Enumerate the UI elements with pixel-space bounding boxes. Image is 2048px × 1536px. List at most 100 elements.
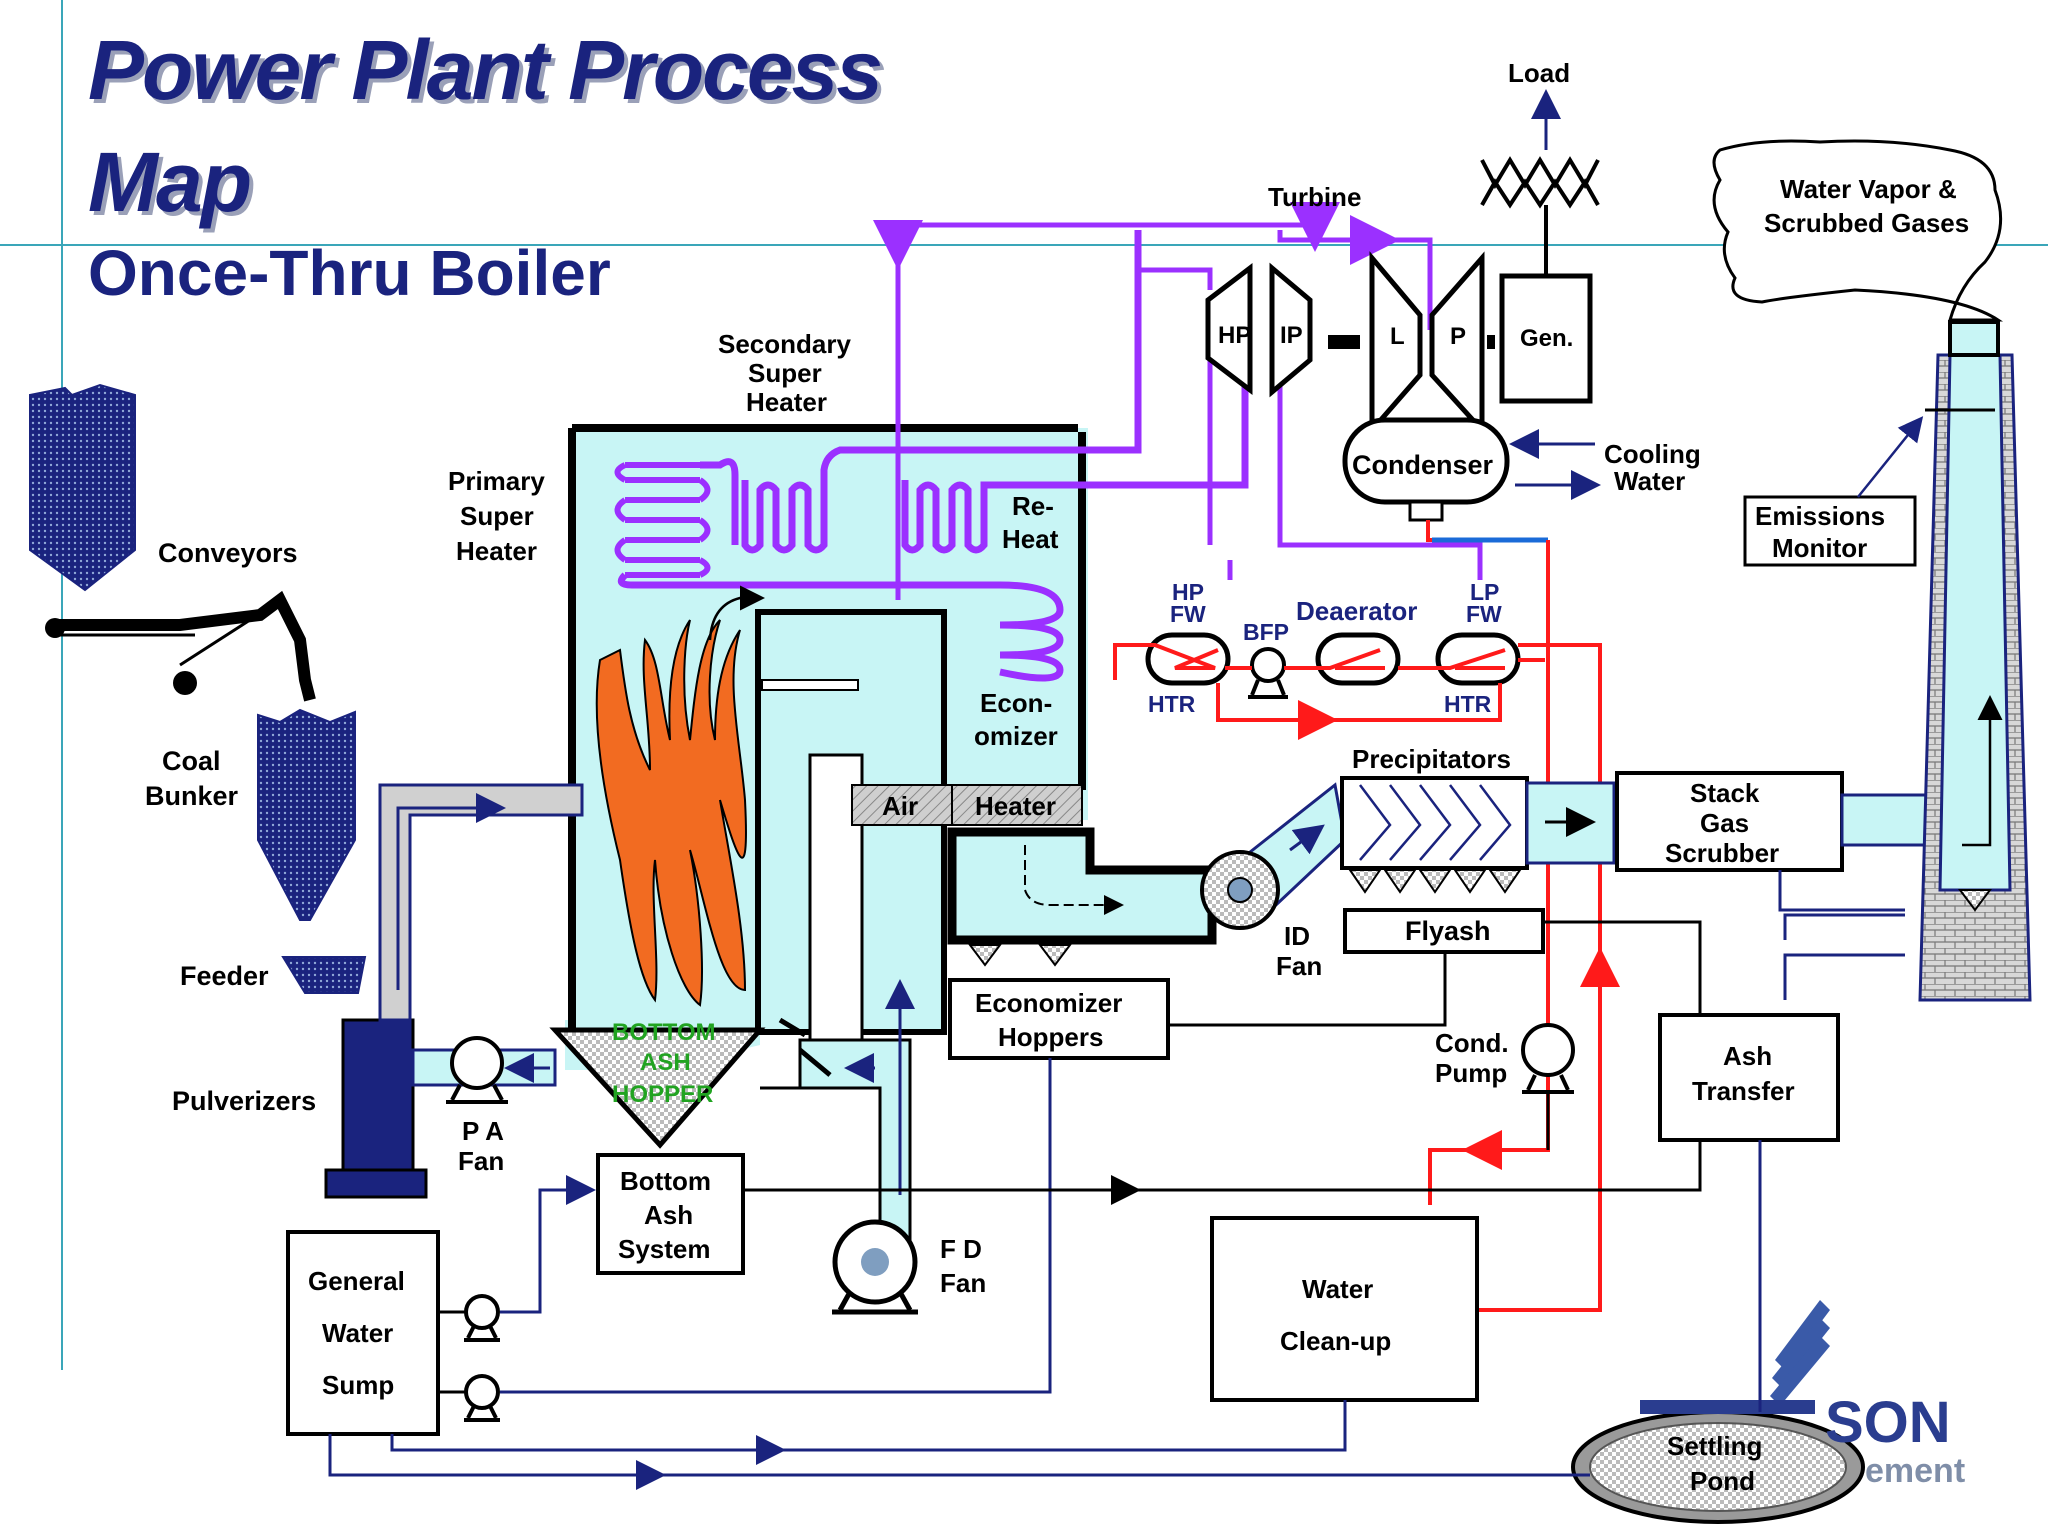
- vapor-cloud: [1712, 139, 2004, 322]
- coal-bunker-label-1: Coal: [162, 746, 221, 776]
- bfp-label: BFP: [1243, 619, 1289, 645]
- emissions-monitor-label-2: Monitor: [1772, 533, 1867, 563]
- fd-fan-label-2: Fan: [940, 1268, 986, 1298]
- logo-text: SON: [1825, 1390, 1951, 1455]
- emissions-monitor: [1743, 495, 1917, 567]
- primary-super-heater-label-1: Primary: [448, 466, 545, 496]
- air-label: Air: [882, 791, 918, 821]
- bottom-ash-system-label-2: Ash: [644, 1200, 693, 1230]
- fd-fan-label-1: F D: [940, 1234, 982, 1264]
- condenser-label: Condenser: [1352, 450, 1494, 480]
- general-water-sump-box: [286, 1230, 440, 1436]
- water-pipes: [328, 870, 1905, 1490]
- pa-fan-label-1: P A: [462, 1116, 504, 1146]
- air-heater-right: [951, 784, 1083, 826]
- secondary-super-heater-label-3: Heater: [746, 387, 827, 417]
- pa-fan: [446, 1036, 508, 1104]
- generator: [1499, 273, 1593, 404]
- load-label: Load: [1508, 58, 1570, 88]
- scrubber-label-2: Gas: [1700, 808, 1749, 838]
- feeder-icon: [281, 956, 367, 994]
- conveyor-icon: [45, 590, 316, 702]
- water-cleanup-label-2: Clean-up: [1280, 1326, 1391, 1356]
- water-cleanup-label-1: Water: [1302, 1274, 1373, 1304]
- hp-fw-label-1: HP: [1172, 579, 1204, 605]
- flue-duct: [947, 827, 1217, 967]
- condenser: [1342, 417, 1510, 522]
- cooling-water-label-1: Cooling: [1604, 439, 1701, 469]
- stack: [1918, 320, 2032, 1002]
- economizer-hoppers-box: [948, 978, 1170, 1060]
- economizer-hoppers-label-2: Hoppers: [998, 1022, 1103, 1052]
- primary-super-heater-label-3: Heater: [456, 536, 537, 566]
- bottom-ash-hopper-label-3: HOPPER: [612, 1081, 713, 1108]
- lp-p-label: P: [1450, 323, 1466, 350]
- pa-fan-label-2: Fan: [458, 1146, 504, 1176]
- hp-htr-label: HTR: [1148, 691, 1196, 717]
- flame-icon: [595, 619, 747, 1007]
- stack-gas-scrubber: [1615, 771, 1844, 872]
- lp-fw-label-1: LP: [1470, 579, 1499, 605]
- ash-transfer-label-2: Transfer: [1692, 1076, 1795, 1106]
- turbine: [1205, 251, 1495, 437]
- emissions-monitor-label-1: Emissions: [1755, 501, 1885, 531]
- cond-pump: [1521, 1023, 1575, 1094]
- hp-fw-label-2: FW: [1170, 601, 1206, 627]
- coal-bunker-icon: [257, 708, 356, 921]
- economizer-label-2: omizer: [974, 721, 1058, 751]
- bottom-ash-system-label-1: Bottom: [620, 1166, 711, 1196]
- steam-lines: [873, 202, 1483, 600]
- fd-fan: [832, 1219, 918, 1315]
- cond-pump-label-2: Pump: [1435, 1058, 1507, 1088]
- hp-label: HP: [1218, 322, 1251, 349]
- bottom-ash-hopper-label-1: BOTTOM: [612, 1019, 716, 1046]
- settling-pond-label-2: Pond: [1690, 1466, 1755, 1496]
- lp-l-label: L: [1390, 323, 1405, 350]
- sump-label-1: General: [308, 1266, 405, 1296]
- sump-pumps: [438, 1294, 500, 1422]
- bottom-ash-hopper-label-2: ASH: [640, 1049, 691, 1076]
- page-title-line2: Map: [88, 135, 252, 229]
- cond-pump-label-1: Cond.: [1435, 1028, 1509, 1058]
- pulverizer-icon: [341, 1018, 415, 1172]
- scrubber-label-1: Stack: [1690, 778, 1760, 808]
- scrubber-label-3: Scrubber: [1665, 838, 1779, 868]
- precipitators-label: Precipitators: [1352, 744, 1511, 774]
- primary-super-heater-label-2: Super: [460, 501, 534, 531]
- bottom-ash-system-label-3: System: [618, 1234, 711, 1264]
- economizer-label-1: Econ-: [980, 688, 1052, 718]
- logo-subtext: ement: [1865, 1452, 1965, 1490]
- resistor-icon: [1480, 156, 1600, 276]
- deaerator-label: Deaerator: [1296, 596, 1417, 626]
- bottom-ash-system-box: [596, 1153, 745, 1275]
- lp-fw-label-2: FW: [1466, 601, 1502, 627]
- air-heater-left: [851, 784, 953, 826]
- superheater-coils: [614, 230, 1249, 682]
- id-fan-label-1: ID: [1284, 921, 1310, 951]
- pulverizers-label: Pulverizers: [172, 1086, 316, 1116]
- water-cleanup-box: [1210, 1216, 1479, 1402]
- coal-bunker-label-2: Bunker: [145, 781, 239, 811]
- conveyors-label: Conveyors: [158, 538, 298, 568]
- id-fan: [1200, 782, 1347, 930]
- page-title-line1: Power Plant Process: [88, 23, 883, 117]
- vapor-label-1: Water Vapor &: [1780, 174, 1957, 204]
- secondary-super-heater-label-2: Super: [748, 358, 822, 388]
- flyash-label: Flyash: [1405, 916, 1491, 946]
- sump-label-3: Sump: [322, 1370, 394, 1400]
- coal-pile-icon: [29, 383, 136, 592]
- economizer-hoppers-label-1: Economizer: [975, 988, 1122, 1018]
- ash-transfer-label-1: Ash: [1723, 1041, 1772, 1071]
- heater-label: Heater: [975, 791, 1056, 821]
- ash-transfer-box: [1658, 1013, 1840, 1142]
- id-fan-label-2: Fan: [1276, 951, 1322, 981]
- feeder-label: Feeder: [180, 961, 269, 991]
- primary-air-duct: [378, 783, 584, 1087]
- generator-label: Gen.: [1520, 325, 1573, 352]
- cooling-water-label-2: Water: [1614, 466, 1685, 496]
- sump-label-2: Water: [322, 1318, 393, 1348]
- vapor-label-2: Scrubbed Gases: [1764, 208, 1969, 238]
- secondary-super-heater-label-1: Secondary: [718, 329, 851, 359]
- page-subtitle: Once-Thru Boiler: [88, 237, 611, 309]
